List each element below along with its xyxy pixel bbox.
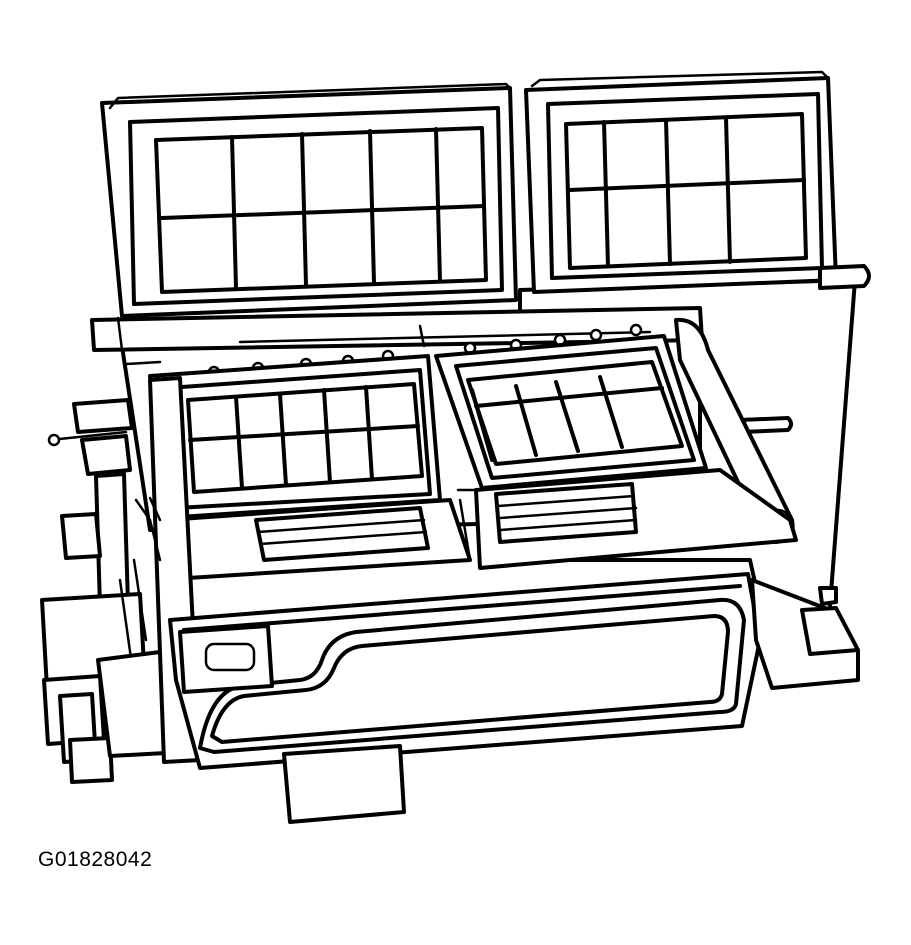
detail-lines bbox=[124, 360, 478, 562]
lower-left-filter-door bbox=[148, 354, 442, 520]
lower-housing bbox=[96, 376, 860, 770]
blend-door-area bbox=[164, 468, 798, 580]
upper-left-filter-door bbox=[100, 82, 518, 318]
figure-id-label: G01828042 bbox=[38, 848, 153, 871]
bottom-outlet bbox=[282, 744, 406, 824]
lower-right-filter-door bbox=[434, 334, 708, 490]
upper-right-filter-door bbox=[524, 70, 838, 294]
